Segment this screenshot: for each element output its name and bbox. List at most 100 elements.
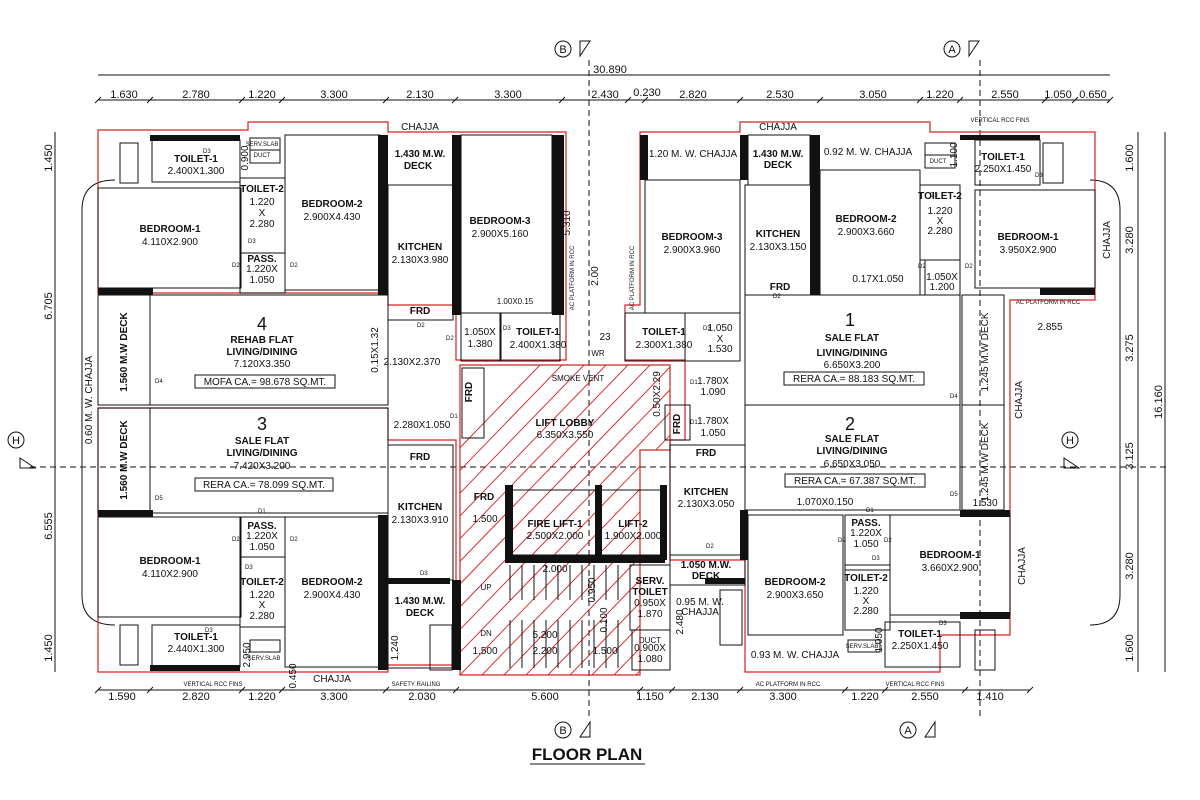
bottom-dimensions: 1.590 2.820 1.220 3.300 2.030 5.600 1.15… — [108, 691, 1004, 703]
svg-text:0.50X2.29: 0.50X2.29 — [652, 371, 663, 417]
room-size-x: X — [259, 208, 266, 219]
hatch-line — [525, 365, 670, 675]
chajja-093-label: 0.93 M. W. CHAJJA — [751, 650, 840, 661]
flat-type: SALE FLAT — [825, 333, 879, 344]
bottom-dim: 2.130 — [691, 691, 719, 703]
dim-tick — [452, 686, 460, 694]
flat-size: 6.650X3.200 — [824, 360, 881, 371]
flat-type: SALE FLAT — [235, 436, 289, 447]
room-size-x: X — [259, 600, 266, 611]
right-dim: 3.280 — [1124, 226, 1136, 254]
dim-tick — [238, 686, 246, 694]
svg-text:D1: D1 — [690, 380, 698, 386]
dim-tick — [278, 686, 286, 694]
flat-size: 7.120X3.350 — [234, 359, 291, 370]
svg-text:0.950X: 0.950X — [634, 598, 666, 609]
grid-arrow-a-top — [968, 40, 980, 58]
room-name: 1.430 M.W. — [395, 149, 446, 160]
dim-tick — [624, 96, 632, 104]
safety-railing-label: SAFETY RAILING — [392, 682, 441, 688]
room-size: 2.900X4.430 — [304, 212, 361, 223]
svg-text:D2: D2 — [918, 264, 926, 270]
grid-label-h-left: H — [12, 435, 20, 447]
hatch-line — [460, 365, 670, 675]
serv-slab-label: SERV.SLAB — [246, 142, 279, 148]
bottom-dim: 5.600 — [531, 691, 559, 703]
hatch-line — [460, 365, 670, 675]
room-size: TOILET — [632, 587, 667, 598]
dim-tick — [736, 96, 744, 104]
room-size: 4.110X2.900 — [142, 569, 198, 580]
room-size: 2.500X2.000 — [527, 531, 584, 542]
bottom-dim: 1.590 — [108, 691, 136, 703]
grid-label-b-bottom: B — [559, 725, 566, 737]
dimension-ticks — [94, 96, 1114, 694]
top-dim: 2.430 — [591, 89, 619, 101]
top-dim: 2.820 — [679, 89, 707, 101]
chajja-label: CHAJJA — [1014, 381, 1025, 419]
room-size: 1.220X — [850, 528, 882, 539]
staircase — [509, 565, 619, 668]
grid-arrow-a-bottom — [924, 720, 936, 738]
room-name: BEDROOM-2 — [301, 577, 363, 588]
top-dim: 1.630 — [110, 89, 138, 101]
frd-label: FRD — [464, 382, 475, 403]
svg-text:1.100: 1.100 — [949, 142, 960, 167]
room-size: DECK — [404, 161, 433, 172]
dim-tick — [382, 686, 390, 694]
svg-text:1.530: 1.530 — [707, 344, 732, 355]
svg-text:5.200: 5.200 — [532, 630, 557, 641]
svg-text:1.500: 1.500 — [592, 646, 617, 657]
room-size: 2.280 — [853, 606, 878, 617]
room-size: 2.280 — [927, 226, 952, 237]
flat-room: LIVING/DINING — [226, 448, 297, 459]
hatch-line — [569, 365, 670, 675]
flat-area: RERA CA.= 67.387 SQ.MT. — [794, 476, 916, 487]
chajja-label: CHAJJA — [1017, 547, 1028, 585]
room-name: BEDROOM-2 — [301, 199, 363, 210]
room-labels: TOILET-1 2.400X1.300 TOILET-2 1.220 X 2.… — [139, 149, 1059, 655]
room-name: LIFT LOBBY — [536, 418, 595, 429]
chajja-060-label: 0.60 M. W. CHAJJA — [84, 355, 95, 444]
room-name: TOILET-2 — [240, 184, 284, 195]
flat-room: LIVING/DINING — [816, 348, 887, 359]
serv-slab-label: SERV.SLAB — [248, 656, 281, 662]
top-dim: 3.300 — [494, 89, 522, 101]
right-balcony-outline — [1089, 179, 1121, 626]
flat-type: REHAB FLAT — [230, 335, 293, 346]
dim-tick — [736, 686, 744, 694]
room-name: TOILET-1 — [898, 629, 942, 640]
grid-label-h-right: H — [1066, 435, 1074, 447]
flat-number: 1 — [845, 310, 855, 330]
svg-text:D2: D2 — [706, 544, 714, 550]
dim-tick — [668, 686, 676, 694]
svg-text:X: X — [717, 334, 724, 345]
svg-text:D2: D2 — [232, 537, 240, 543]
room-name: TOILET-1 — [642, 327, 686, 338]
svg-text:D2: D2 — [232, 263, 240, 269]
left-dim: 1.450 — [43, 634, 55, 662]
rcc-fins-label: VERTICAL RCC FINS — [970, 118, 1029, 124]
room-size: 2.400X1.380 — [510, 340, 567, 351]
top-dim: 0.650 — [1079, 89, 1107, 101]
svg-text:D3: D3 — [203, 149, 211, 155]
svg-text:D1: D1 — [866, 508, 874, 514]
dim-tick — [816, 96, 824, 104]
svg-text:D1: D1 — [258, 509, 266, 515]
svg-text:D3: D3 — [248, 239, 256, 245]
svg-text:D3: D3 — [872, 556, 880, 562]
right-dim: 1.600 — [1124, 634, 1136, 662]
hatch-line — [460, 365, 607, 675]
bottom-dim: 2.820 — [182, 691, 210, 703]
svg-text:0.450: 0.450 — [288, 663, 299, 688]
svg-text:2.480: 2.480 — [675, 609, 686, 634]
right-total-dim: 16.160 — [1153, 385, 1165, 419]
room-name: BEDROOM-2 — [764, 577, 826, 588]
room-name: 1.430 M.W. — [753, 149, 804, 160]
flat-room: LIVING/DINING — [226, 347, 297, 358]
svg-text:23: 23 — [599, 332, 611, 343]
svg-text:1.200: 1.200 — [929, 282, 954, 293]
dim-tick — [278, 96, 286, 104]
room-size: 3.950X2.900 — [1000, 245, 1057, 256]
